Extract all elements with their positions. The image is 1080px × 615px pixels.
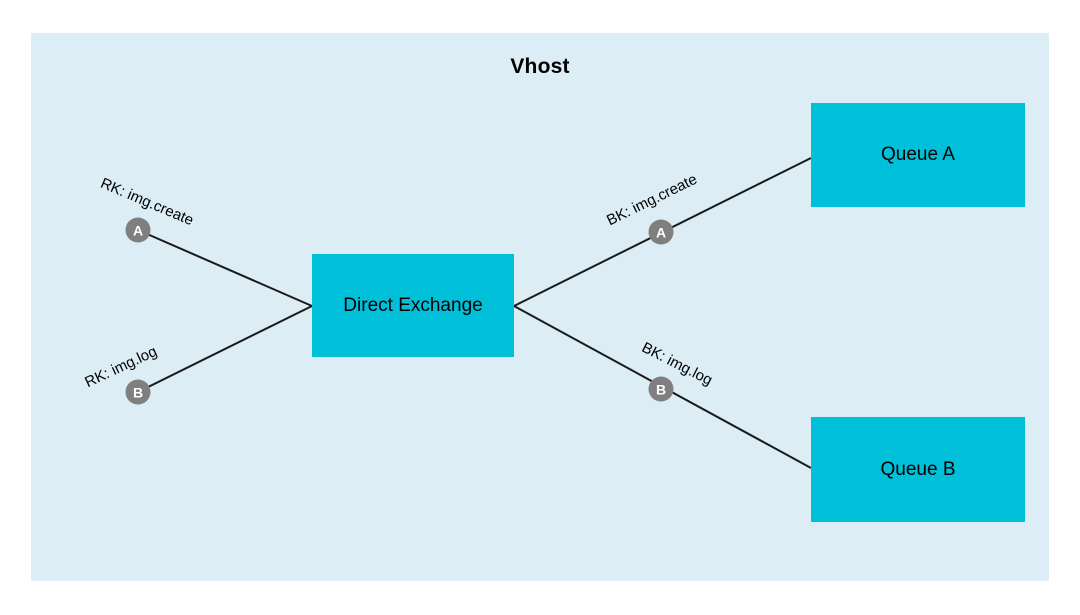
binding-key-b-badge: B xyxy=(648,376,674,402)
queue-b-node: Queue B xyxy=(811,417,1025,522)
exchange-node-label: Direct Exchange xyxy=(343,294,483,316)
routing-key-a-badge: A xyxy=(125,217,151,243)
diagram-title: Vhost xyxy=(510,55,570,78)
queue-a-node: Queue A xyxy=(811,103,1025,207)
queue-a-node-label: Queue A xyxy=(881,144,955,165)
routing-key-b-badge: B xyxy=(125,379,151,405)
queue-b-node-label: Queue B xyxy=(880,458,956,480)
exchange-node: Direct Exchange xyxy=(312,254,514,357)
binding-key-a-badge: A xyxy=(648,219,674,245)
